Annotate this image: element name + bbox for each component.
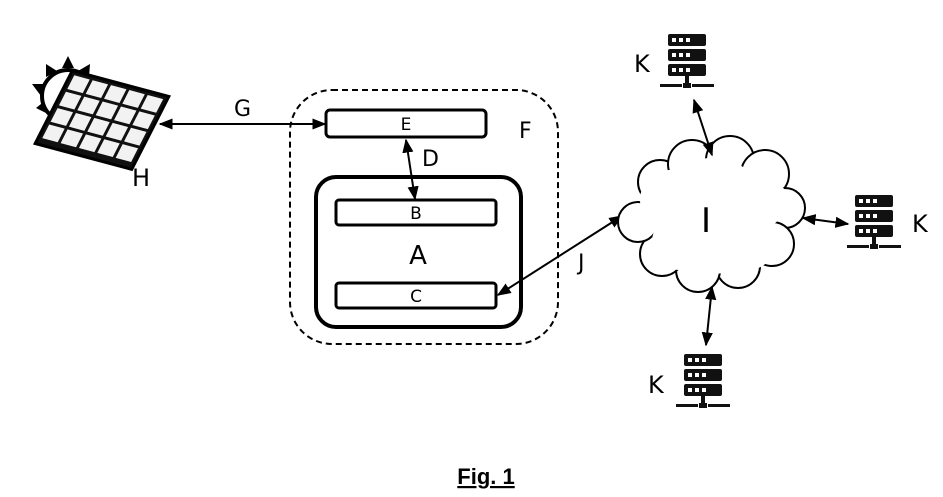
label-k-right: K	[912, 210, 929, 238]
cloud-icon	[618, 136, 805, 292]
label-k-top: K	[634, 50, 651, 78]
label-h: H	[132, 164, 150, 192]
figure-caption: Fig. 1	[457, 464, 514, 489]
server-icon-bottom	[676, 354, 730, 408]
server-icon-right	[847, 195, 901, 249]
label-b: B	[410, 204, 422, 224]
label-d: D	[422, 147, 439, 172]
solar-panel-icon	[32, 56, 169, 169]
label-j: J	[576, 251, 585, 276]
label-g: G	[234, 97, 251, 122]
label-f: F	[519, 119, 532, 144]
label-a: A	[409, 241, 427, 271]
server-icon-top	[660, 34, 714, 88]
arrow-k-right	[803, 218, 848, 224]
arrow-k-bottom	[706, 287, 712, 345]
label-c: C	[410, 287, 422, 307]
arrow-d	[406, 140, 415, 199]
label-i: I	[701, 201, 711, 241]
arrow-j	[498, 216, 622, 295]
label-e: E	[401, 115, 412, 135]
label-k-bottom: K	[648, 371, 665, 399]
